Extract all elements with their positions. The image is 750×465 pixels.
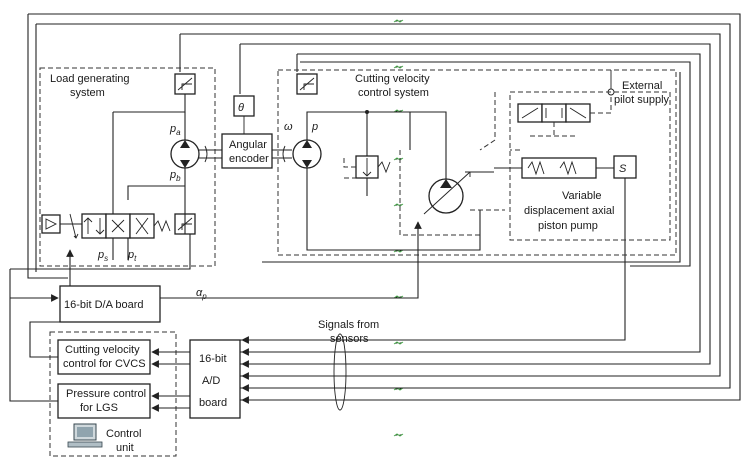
pump-label-1: Variable xyxy=(562,190,602,202)
cutting-group-title-2: control system xyxy=(358,87,429,99)
cutting-hydraulic-lines xyxy=(306,92,520,251)
control-label-1: Control xyxy=(106,428,141,440)
pressure-transducer-icon xyxy=(174,73,196,95)
pump-label-2: displacement axial xyxy=(524,205,615,217)
ps-label: ps xyxy=(97,249,108,263)
pa-label: pa xyxy=(169,123,181,137)
load-servo-valve xyxy=(41,213,171,239)
hydraulic-motor-icon: ω p xyxy=(272,121,322,169)
control-label-2: unit xyxy=(116,442,134,454)
signal-bundle-ellipse xyxy=(333,333,347,411)
pilot-control-valve xyxy=(517,95,612,137)
sensor-input-arrows xyxy=(241,336,262,404)
p-motor-label: p xyxy=(311,121,318,133)
load-generating-group: Load generating system xyxy=(39,67,216,267)
ad-label-3: board xyxy=(199,397,227,409)
load-group-title-2: system xyxy=(70,87,105,99)
cutting-velocity-group: Cutting velocity control system xyxy=(277,69,677,256)
angular-encoder: Angular encoder xyxy=(221,133,273,169)
pump-label-3: piston pump xyxy=(538,220,598,232)
hydraulic-motor-icon xyxy=(170,139,226,169)
angle-sensor-icon: θ xyxy=(233,95,255,134)
pt-label: pt xyxy=(127,249,137,263)
encoder-label-2: encoder xyxy=(229,153,269,165)
ad-label-2: A/D xyxy=(202,375,220,387)
encoder-label-1: Angular xyxy=(229,139,267,151)
theta-label: θ xyxy=(238,102,244,114)
variable-pump-icon xyxy=(423,171,494,215)
da-board-label: 16-bit D/A board xyxy=(64,299,144,311)
load-group-title-1: Load generating xyxy=(50,73,130,85)
svg-text:S: S xyxy=(619,163,627,175)
external-label-1: External xyxy=(622,80,662,92)
lgs-label-2: for LGS xyxy=(80,402,118,414)
signals-label-2: sensors xyxy=(330,333,369,345)
cutting-group-title-1: Cutting velocity xyxy=(355,73,430,85)
alpha-label: αp xyxy=(196,287,207,301)
signals-label-1: Signals from xyxy=(318,319,379,331)
ad-board: 16-bit A/D board xyxy=(189,339,241,419)
computer-icon xyxy=(67,423,103,448)
ad-label-1: 16-bit xyxy=(199,353,227,365)
pb-label: pb xyxy=(169,169,181,183)
da-board: 16-bit D/A board xyxy=(59,285,161,323)
omega-label: ω xyxy=(284,121,293,133)
cvcs-label-1: Cutting velocity xyxy=(65,344,140,356)
relief-valve-icon xyxy=(343,155,391,179)
external-pilot-supply: External pilot supply xyxy=(607,70,670,106)
external-label-2: pilot supply xyxy=(614,94,670,106)
pressure-transducer-icon xyxy=(296,73,318,95)
ad-to-control-arrows xyxy=(151,348,190,412)
lgs-label-1: Pressure control xyxy=(66,388,146,400)
control-unit-group: Cutting velocity control for CVCS Pressu… xyxy=(49,331,177,457)
load-hydraulic-lines xyxy=(112,94,186,260)
servo-valve-icon: S xyxy=(494,155,637,179)
cvcs-label-2: control for CVCS xyxy=(63,358,146,370)
